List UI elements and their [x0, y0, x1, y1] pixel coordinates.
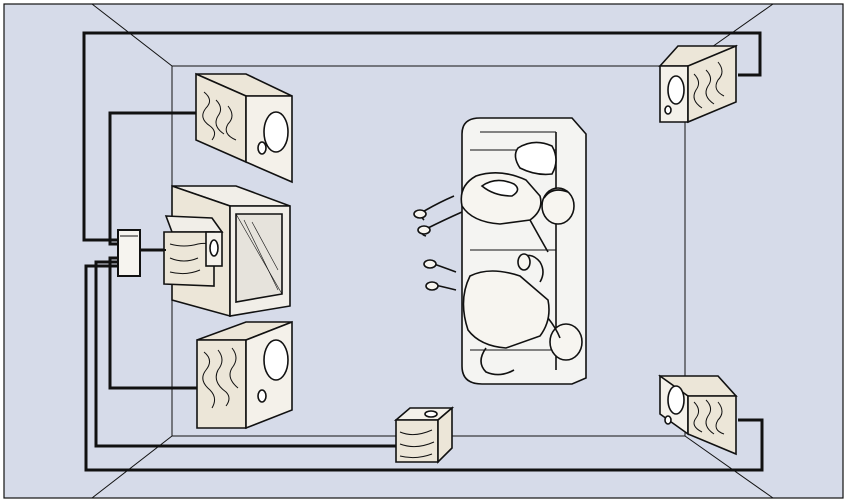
- wire-front-top: [108, 111, 196, 246]
- speaker-icon: [658, 44, 738, 124]
- receiver-icon: [117, 229, 141, 277]
- person-icon: [413, 172, 575, 253]
- speaker-icon: [196, 320, 293, 430]
- wire-rear-top-right: [82, 31, 762, 242]
- person-icon: [423, 253, 583, 376]
- wall-corner-line-bottom-right: [684, 435, 774, 499]
- wire-center-bottom: [94, 260, 396, 448]
- wire-rear-bottom-right: [84, 264, 764, 472]
- speaker-icon: [195, 72, 293, 184]
- wire-front-bottom: [108, 256, 197, 390]
- television-icon: [158, 184, 291, 318]
- wall-corner-line-top-left: [91, 3, 173, 67]
- speaker-icon: [393, 406, 455, 464]
- speaker-icon: [658, 374, 738, 456]
